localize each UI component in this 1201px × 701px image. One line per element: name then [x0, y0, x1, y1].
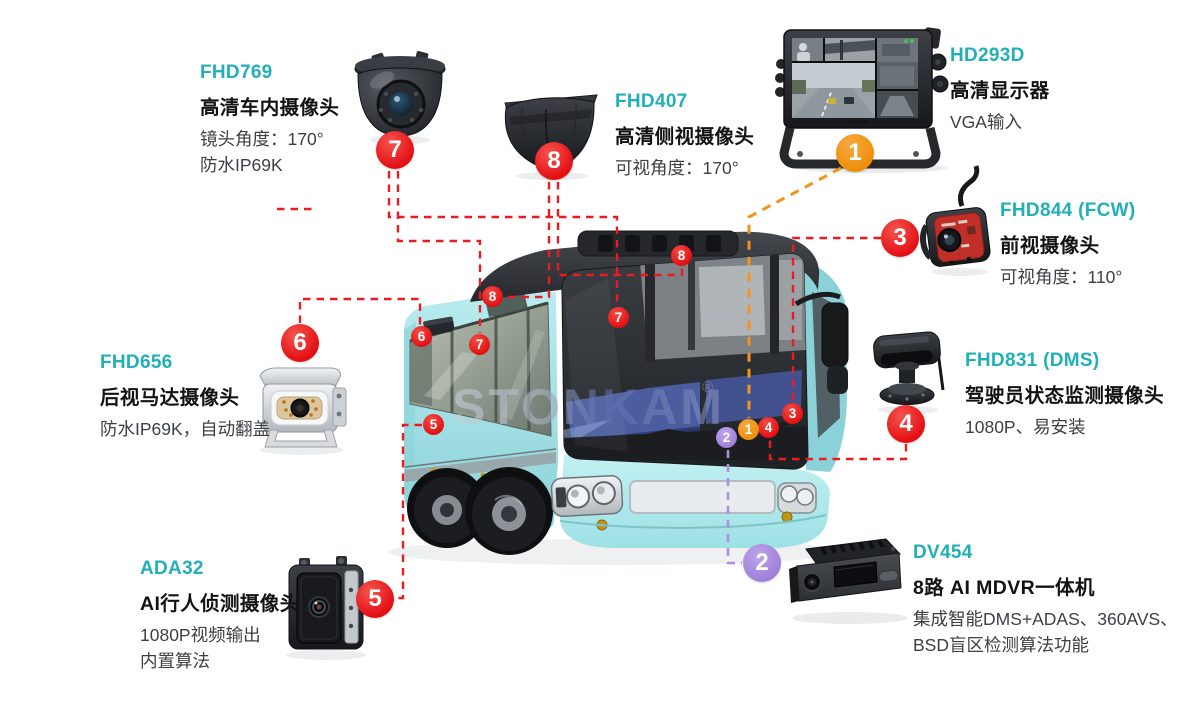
- product-block-fhd769: FHD769 高清车内摄像头 镜头角度：170° 防水IP69K: [200, 62, 339, 179]
- bus-rear-camera-housing: [423, 316, 455, 336]
- connector-2: [726, 450, 742, 565]
- connector-1: [747, 166, 842, 418]
- badge-1: 1: [836, 134, 874, 172]
- bus-marker-6-rear: 6: [411, 326, 432, 347]
- product-model: FHD656: [100, 352, 173, 373]
- product-name: 高清侧视摄像头: [615, 126, 755, 148]
- bus-marker-4-windshield: 4: [758, 417, 779, 438]
- product-block-fhd831: FHD831 (DMS) 驾驶员状态监测摄像头 1080P、易安装: [965, 350, 1164, 440]
- product-name: AI行人侦测摄像头: [140, 593, 300, 615]
- product-block-fhd656: FHD656 后视马达摄像头 防水IP69K，自动翻盖: [100, 352, 270, 442]
- product-spec: 1080P视频输出: [140, 625, 261, 645]
- product-spec: BSD盲区检测算法功能: [913, 635, 1089, 656]
- product-name: 驾驶员状态监测摄像头: [965, 385, 1165, 407]
- stonkam-watermark: STONKAM: [452, 379, 725, 435]
- dome-camera-image: [354, 51, 446, 145]
- product-spec: 1080P、易安装: [965, 417, 1086, 437]
- side-view-camera-image: [504, 94, 598, 180]
- product-spec: 镜头角度：170°: [200, 129, 324, 149]
- bus-marker-1-windshield: 1: [738, 419, 759, 440]
- badge-6: 6: [281, 324, 319, 362]
- badge-2: 2: [743, 544, 781, 582]
- bus-illustration: STONKAM ®: [387, 230, 849, 565]
- product-spec: 可视角度：110°: [1000, 267, 1123, 287]
- connector-6: [298, 297, 422, 325]
- product-block-fhd407: FHD407 高清侧视摄像头 可视角度：170°: [615, 91, 754, 181]
- bus-left-headlight: [550, 474, 624, 518]
- product-model: HD293D: [950, 45, 1025, 66]
- product-spec: VGA输入: [950, 112, 1022, 132]
- dms-camera-image: [873, 331, 945, 414]
- bus-marker-2-windshield: 2: [716, 427, 737, 448]
- product-model: ADA32: [140, 558, 204, 579]
- connector-5: [395, 423, 422, 600]
- connector-8-side: [505, 182, 551, 299]
- bus-front-grille: [629, 480, 776, 514]
- product-name: 前视摄像头: [1000, 235, 1100, 257]
- registered-trademark-symbol: ®: [702, 379, 713, 396]
- badge-4: 4: [887, 405, 925, 443]
- monitor-image: [775, 27, 949, 173]
- badge-7: 7: [376, 131, 414, 169]
- product-spec: 可视角度：170°: [615, 158, 739, 178]
- product-name: 后视马达摄像头: [100, 387, 240, 409]
- product-block-dv454: DV454 8路 AI MDVR一体机 集成智能DMS+ADAS、360AVS、…: [913, 542, 1178, 659]
- bus-marker-7-side: 7: [469, 334, 490, 355]
- bus-marker-3-windshield: 3: [782, 403, 803, 424]
- bus-side-windows: [409, 302, 552, 437]
- product-model: FHD844 (FCW): [1000, 200, 1136, 221]
- bus-rear-wheel: [407, 468, 487, 548]
- bus-side-mirror: [794, 291, 849, 394]
- product-model: FHD769: [200, 62, 273, 83]
- product-model: FHD407: [615, 91, 688, 112]
- connector-7-side: [396, 171, 482, 333]
- product-block-fhd844: FHD844 (FCW) 前视摄像头 可视角度：110°: [1000, 200, 1136, 290]
- pedestrian-camera-image: [286, 556, 366, 660]
- bus-marker-8-roof: 8: [671, 245, 692, 266]
- product-model: FHD831 (DMS): [965, 350, 1100, 371]
- product-name: 高清显示器: [950, 80, 1050, 102]
- product-model: DV454: [913, 542, 973, 563]
- connector-lines: [277, 166, 908, 600]
- rear-view-camera-image: [259, 367, 347, 455]
- bus-right-headlight: [777, 482, 817, 514]
- product-name: 高清车内摄像头: [200, 97, 340, 119]
- forward-camera-image: [920, 165, 991, 276]
- product-block-hd293d: HD293D 高清显示器 VGA输入: [950, 45, 1050, 135]
- product-spec: 防水IP69K: [200, 155, 283, 176]
- product-spec: 内置算法: [140, 651, 210, 672]
- bus-marker-8-side: 8: [482, 286, 503, 307]
- mdvr-image: [789, 538, 908, 624]
- bus-front-wheel: [465, 467, 553, 555]
- badge-5: 5: [356, 580, 394, 618]
- connector-8-roof: [556, 182, 684, 277]
- bus-marker-7-front: 7: [608, 307, 629, 328]
- product-name: 8路 AI MDVR一体机: [913, 577, 1095, 599]
- connector-4: [768, 440, 908, 461]
- bus-marker-5-side: 5: [423, 414, 444, 435]
- badge-3: 3: [881, 219, 919, 257]
- product-spec: 集成智能DMS+ADAS、360AVS、: [913, 609, 1178, 629]
- product-spec: 防水IP69K，自动翻盖: [100, 419, 271, 439]
- badge-8: 8: [535, 142, 573, 180]
- product-block-ada32: ADA32 AI行人侦测摄像头 1080P视频输出 内置算法: [140, 558, 300, 675]
- connector-3: [791, 236, 881, 402]
